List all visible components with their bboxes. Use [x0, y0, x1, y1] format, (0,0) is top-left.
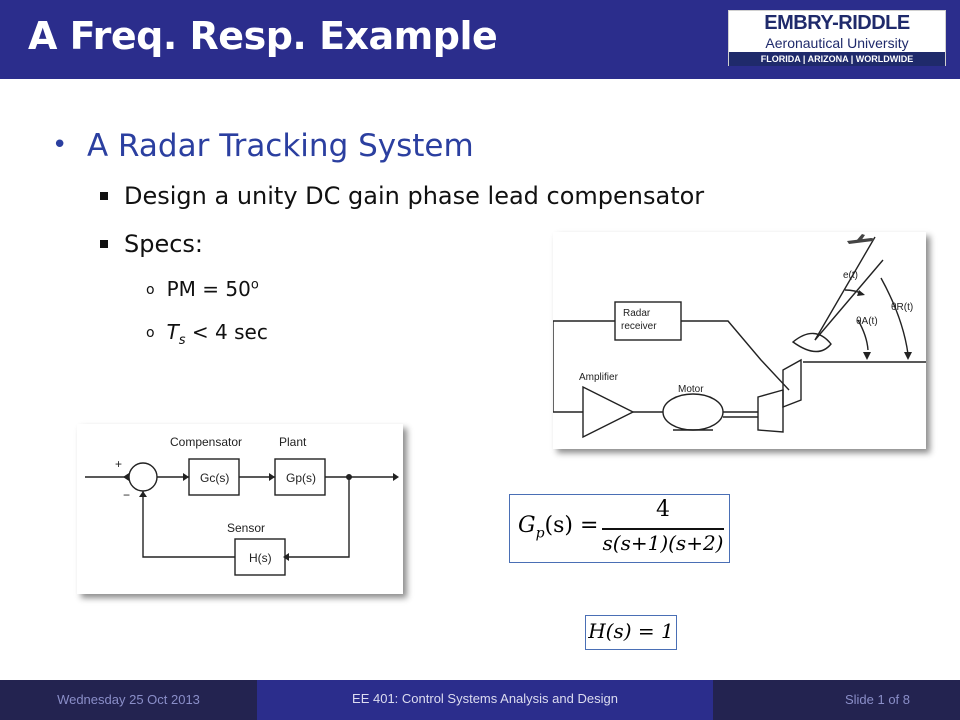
footer-slide-number: Slide 1 of 8: [713, 680, 960, 720]
gp-lhs: Gp(s) =: [518, 513, 599, 542]
motor-label: Motor: [678, 384, 704, 395]
footer-bar: Wednesday 25 Oct 2013 EE 401: Control Sy…: [0, 680, 960, 720]
gp-denominator: s(s+1)(s+2): [602, 531, 724, 555]
theta-a-label: θA(t): [856, 316, 878, 327]
square-bullet-icon: [100, 240, 108, 248]
sensor-label: Sensor: [227, 521, 265, 535]
circle-bullet-icon: o: [146, 325, 155, 341]
bullet-dot-icon: •: [52, 130, 68, 160]
plant-transfer-function: Gp(s) = 4 s(s+1)(s+2): [509, 494, 730, 563]
circle-bullet-icon: o: [146, 282, 155, 298]
university-logo: EMBRY-RIDDLE Aeronautical University FLO…: [728, 10, 946, 66]
gp-block-label: Gp(s): [286, 471, 316, 485]
bullet-design: Design a unity DC gain phase lead compen…: [100, 182, 704, 210]
receiver-label: receiver: [621, 321, 657, 332]
gc-block-label: Gc(s): [200, 471, 229, 485]
plant-label: Plant: [279, 435, 307, 449]
minus-sign: −: [123, 488, 130, 502]
logo-subtitle: Aeronautical University: [765, 35, 909, 51]
square-bullet-icon: [100, 192, 108, 200]
footer-date: Wednesday 25 Oct 2013: [0, 680, 257, 720]
degree-symbol: o: [250, 277, 259, 293]
gp-numerator: 4: [656, 497, 670, 522]
bullet-specs: Specs:: [100, 230, 203, 258]
radar-label: Radar: [623, 308, 651, 319]
logo-name: EMBRY-RIDDLE: [764, 12, 910, 34]
theta-r-label: θR(t): [891, 302, 913, 313]
footer-course: EE 401: Control Systems Analysis and Des…: [352, 691, 618, 706]
amplifier-label: Amplifier: [579, 372, 619, 383]
block-diagram-figure: Compensator Plant Gc(s) Gp(s) Sensor H(s…: [77, 424, 403, 594]
compensator-label: Compensator: [170, 435, 242, 449]
error-angle-label: e(t): [843, 270, 858, 281]
title-bar: A Freq. Resp. Example EMBRY-RIDDLE Aeron…: [0, 0, 960, 79]
logo-campuses: FLORIDA | ARIZONA | WORLDWIDE: [729, 52, 945, 66]
fraction-bar: [602, 528, 724, 530]
slide-title: A Freq. Resp. Example: [28, 14, 498, 58]
sensor-transfer-function: H(s) = 1: [585, 615, 677, 650]
h-block-label: H(s): [249, 551, 272, 565]
plus-sign: +: [115, 457, 122, 471]
radar-figure: Radar receiver Amplifier Motor e(t) θA(t…: [553, 232, 926, 449]
